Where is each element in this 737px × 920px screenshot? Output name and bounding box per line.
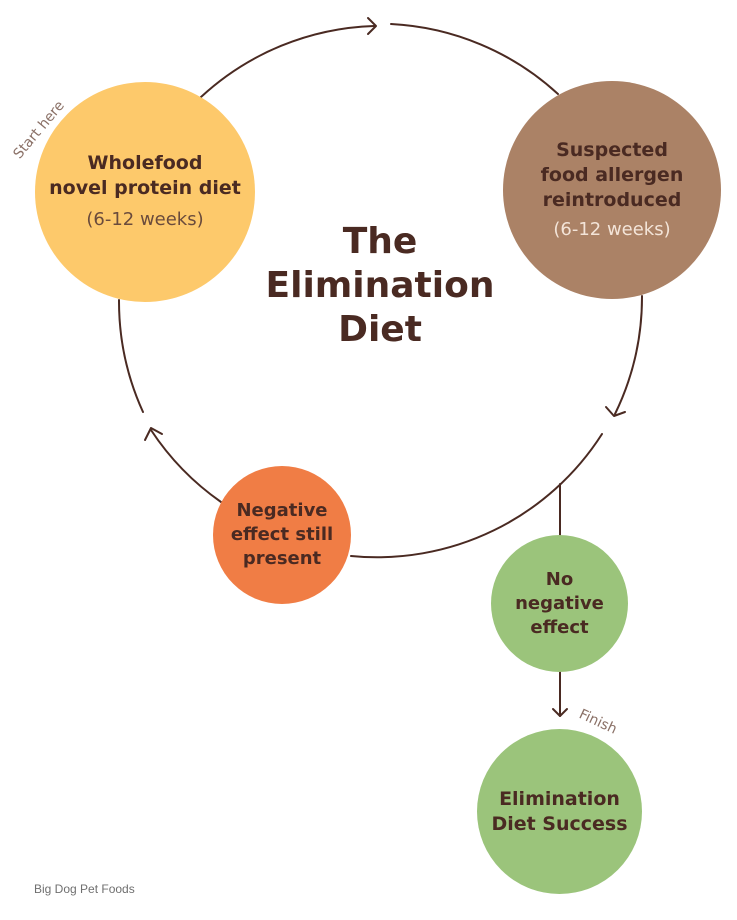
node-noeffect-title: No negative effect [515,568,604,638]
arc-top [200,25,375,98]
arc-right [614,295,644,415]
arrowhead-right [605,406,626,417]
node-wholefood-title: Wholefood novel protein diet [49,152,241,199]
arc-bottom-left [150,429,222,503]
arc-top-right [390,23,559,95]
arrowhead-left [144,427,163,441]
arrowhead-top [367,17,377,35]
arc-left [117,299,144,413]
node-no-negative-effect: No negative effect [491,535,628,672]
arc-bottom-right [350,433,603,559]
node-negative-title: Negative effect still present [230,500,334,569]
node-reintro-title: Suspected food allergen reintroduced [540,138,684,211]
diagram-title: The Elimination Diet [265,221,495,350]
node-negative-effect: Negative effect still present [213,466,351,604]
node-wholefood-duration: (6-12 weeks) [86,209,204,230]
arrowhead-success [552,708,568,717]
node-wholefood-diet: Wholefood novel protein diet (6-12 weeks… [35,82,255,302]
node-reintro-duration: (6-12 weeks) [553,218,671,240]
node-allergen-reintroduced: Suspected food allergen reintroduced (6-… [503,81,721,299]
node-success-title: Elimination Diet Success [491,787,628,835]
footer-brand: Big Dog Pet Foods [34,882,135,896]
node-diet-success: Elimination Diet Success [477,729,642,894]
